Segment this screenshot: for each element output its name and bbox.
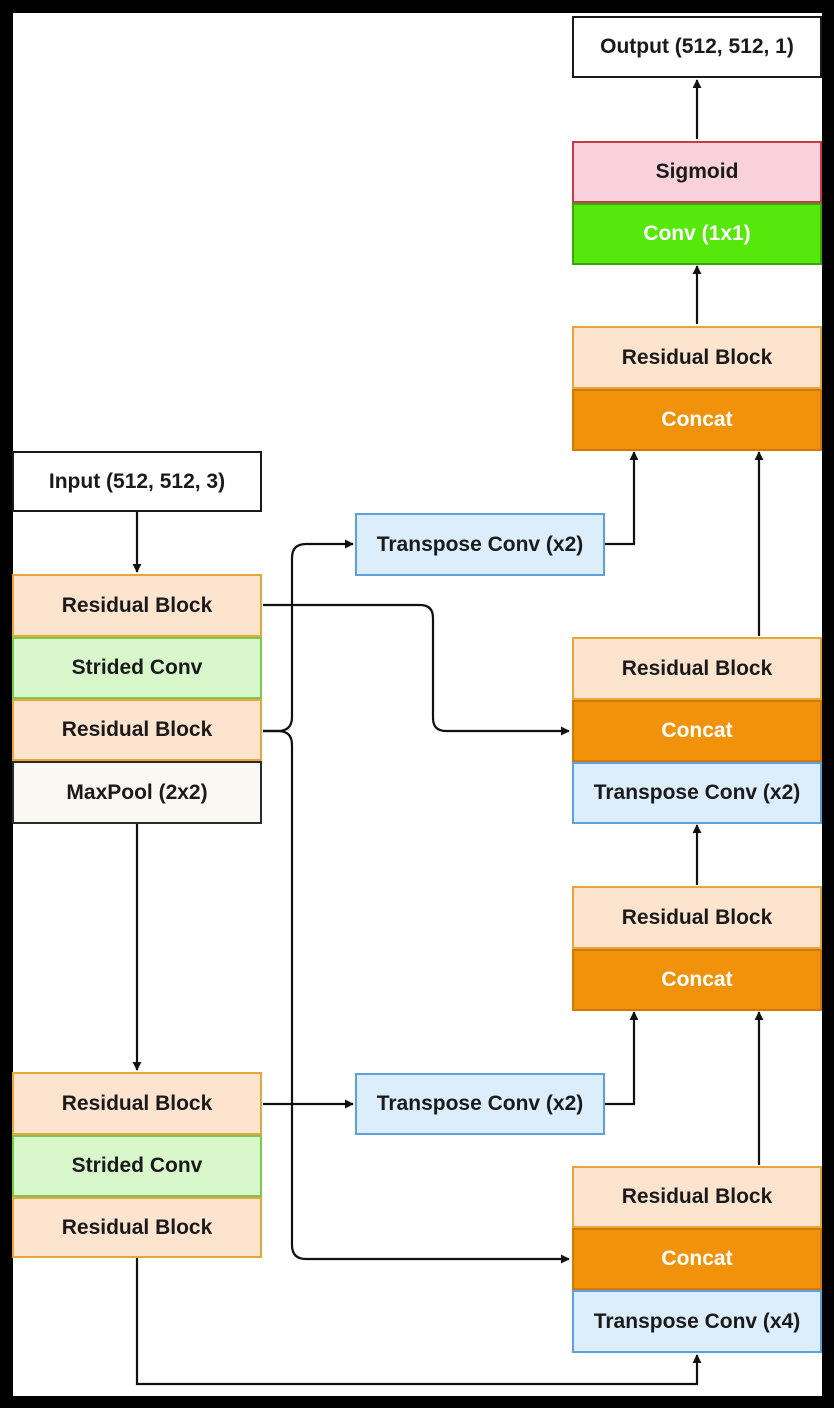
output-node: Output (512, 512, 1) xyxy=(572,16,822,78)
enc1-strided-conv: Strided Conv xyxy=(12,637,262,699)
enc1-residual-block-1: Residual Block xyxy=(12,574,262,637)
enc2-strided-conv: Strided Conv xyxy=(12,1135,262,1197)
transpose-conv-a: Transpose Conv (x2) xyxy=(355,513,605,576)
dec-bottom-residual-block: Residual Block xyxy=(572,1166,822,1228)
enc2-residual-block-2: Residual Block xyxy=(12,1197,262,1258)
dec-mid-concat: Concat xyxy=(572,700,822,762)
transpose-conv-b: Transpose Conv (x2) xyxy=(355,1073,605,1135)
dec-top-concat: Concat xyxy=(572,389,822,451)
input-node: Input (512, 512, 3) xyxy=(12,451,262,512)
enc1-maxpool: MaxPool (2x2) xyxy=(12,761,262,824)
dec-bottom-transpose-conv: Transpose Conv (x4) xyxy=(572,1290,822,1353)
sigmoid: Sigmoid xyxy=(572,141,822,203)
dec-mid-transpose-conv: Transpose Conv (x2) xyxy=(572,762,822,824)
dec-bottom-concat: Concat xyxy=(572,1228,822,1290)
conv-1x1: Conv (1x1) xyxy=(572,203,822,265)
enc1-residual-block-2: Residual Block xyxy=(12,699,262,761)
dec-top-residual-block: Residual Block xyxy=(572,326,822,389)
dec-low-concat: Concat xyxy=(572,949,822,1011)
enc2-residual-block-1: Residual Block xyxy=(12,1072,262,1135)
dec-mid-residual-block: Residual Block xyxy=(572,637,822,700)
dec-low-residual-block: Residual Block xyxy=(572,886,822,949)
